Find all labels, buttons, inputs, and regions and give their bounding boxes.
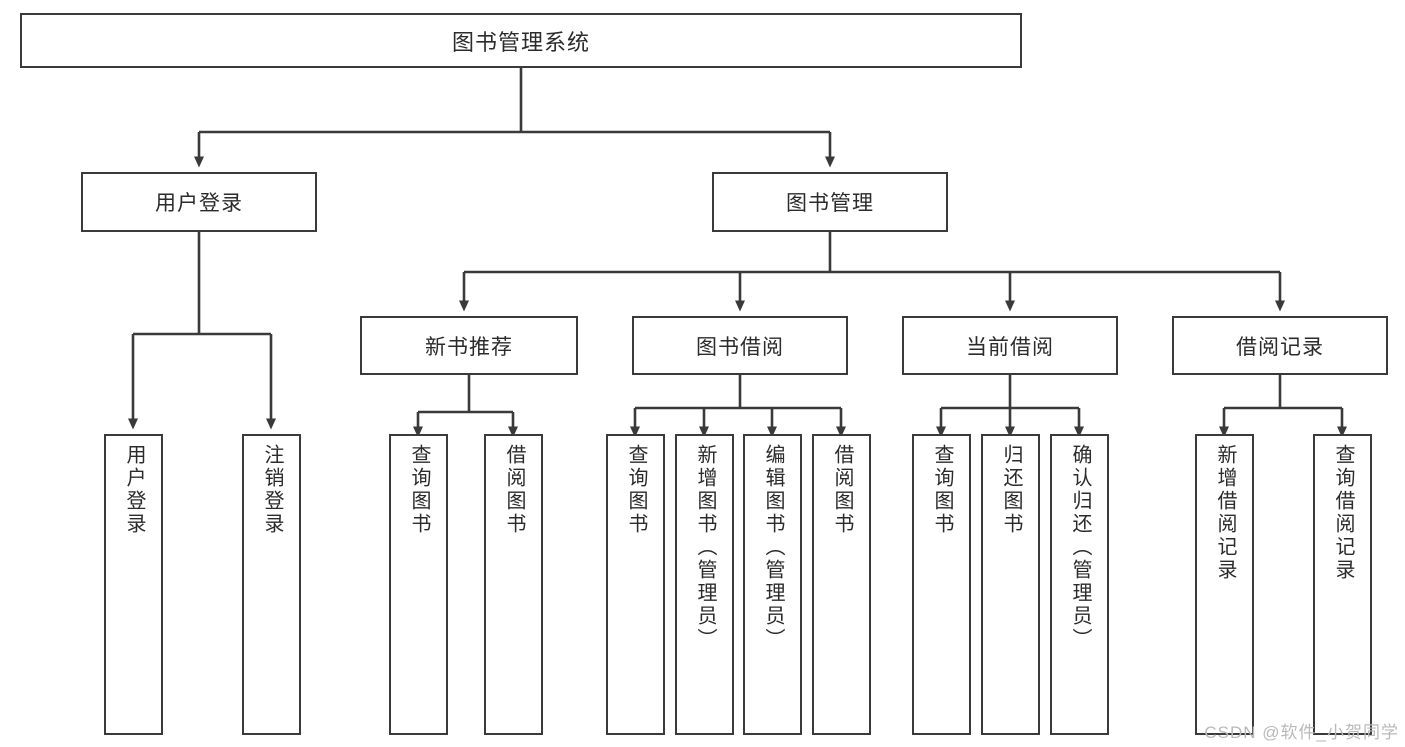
leaf-current-borrow-query[interactable]: 查询图书 xyxy=(912,434,971,735)
leaf-borrow-records-add[interactable]: 新增借阅记录 xyxy=(1195,434,1254,735)
leaf-new-book-query-label: 查询图书 xyxy=(408,444,430,536)
leaf-user-login-signin[interactable]: 用户登录 xyxy=(104,434,163,735)
node-root[interactable]: 图书管理系统 xyxy=(20,13,1022,68)
node-user-login[interactable]: 用户登录 xyxy=(81,172,317,232)
leaf-book-borrow-add[interactable]: 新增图书（管理员） xyxy=(675,434,734,735)
leaf-new-book-query[interactable]: 查询图书 xyxy=(389,434,448,735)
node-current-borrow[interactable]: 当前借阅 xyxy=(902,316,1118,375)
node-new-book-recommend[interactable]: 新书推荐 xyxy=(360,316,578,375)
node-book-management-label: 图书管理 xyxy=(786,192,874,215)
node-root-label: 图书管理系统 xyxy=(451,29,590,55)
leaf-current-borrow-query-label: 查询图书 xyxy=(931,444,953,536)
leaf-book-borrow-query[interactable]: 查询图书 xyxy=(606,434,665,735)
leaf-new-book-borrow-label: 借阅图书 xyxy=(503,444,525,536)
leaf-current-borrow-confirm-label: 确认归还（管理员） xyxy=(1069,444,1091,651)
node-borrow-records-label: 借阅记录 xyxy=(1236,335,1324,359)
leaf-current-borrow-confirm[interactable]: 确认归还（管理员） xyxy=(1050,434,1109,735)
node-current-borrow-label: 当前借阅 xyxy=(966,335,1054,359)
leaf-user-login-signout-label: 注销登录 xyxy=(261,444,283,536)
leaf-user-login-signin-label: 用户登录 xyxy=(123,444,145,536)
leaf-borrow-records-query-label: 查询借阅记录 xyxy=(1332,444,1354,582)
node-user-login-label: 用户登录 xyxy=(155,192,243,215)
node-book-borrow[interactable]: 图书借阅 xyxy=(632,316,848,375)
node-book-management[interactable]: 图书管理 xyxy=(712,172,948,232)
node-borrow-records[interactable]: 借阅记录 xyxy=(1172,316,1388,375)
leaf-borrow-records-add-label: 新增借阅记录 xyxy=(1214,444,1236,582)
leaf-book-borrow-borrow[interactable]: 借阅图书 xyxy=(812,434,871,735)
leaf-current-borrow-return[interactable]: 归还图书 xyxy=(981,434,1040,735)
leaf-book-borrow-query-label: 查询图书 xyxy=(625,444,647,536)
leaf-current-borrow-return-label: 归还图书 xyxy=(1000,444,1022,536)
node-book-borrow-label: 图书借阅 xyxy=(696,335,784,359)
watermark: CSDN @软件_小贺同学 xyxy=(1204,723,1399,742)
leaf-user-login-signout[interactable]: 注销登录 xyxy=(242,434,301,735)
leaf-book-borrow-edit-label: 编辑图书（管理员） xyxy=(762,444,784,651)
leaf-new-book-borrow[interactable]: 借阅图书 xyxy=(484,434,543,735)
leaf-book-borrow-add-label: 新增图书（管理员） xyxy=(694,444,716,651)
node-new-book-recommend-label: 新书推荐 xyxy=(425,335,513,359)
leaf-book-borrow-borrow-label: 借阅图书 xyxy=(831,444,853,536)
leaf-borrow-records-query[interactable]: 查询借阅记录 xyxy=(1313,434,1372,735)
leaf-book-borrow-edit[interactable]: 编辑图书（管理员） xyxy=(743,434,802,735)
